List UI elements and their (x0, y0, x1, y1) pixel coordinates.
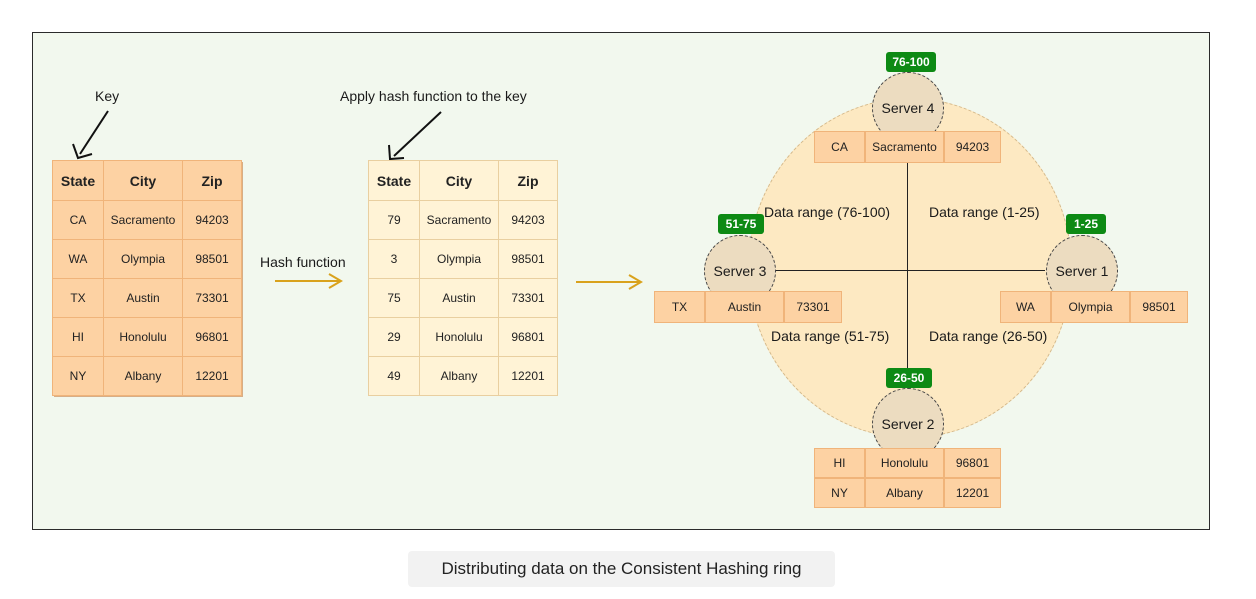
cell: Olympia (103, 239, 183, 279)
cell: Austin (103, 278, 183, 318)
range-label-bottom-right: Data range (26-50) (929, 328, 1048, 344)
cell: NY (52, 356, 104, 396)
cell: Austin (419, 278, 499, 318)
cell: Albany (419, 356, 499, 396)
cell: 49 (368, 356, 420, 396)
ring-vertical-divider (907, 163, 908, 383)
header-state: State (368, 160, 420, 201)
cell: 29 (368, 317, 420, 357)
apply-hash-label: Apply hash function to the key (340, 88, 527, 104)
cell: Honolulu (865, 448, 944, 478)
cell: 94203 (944, 131, 1001, 163)
server-4-range-badge: 76-100 (886, 52, 936, 72)
hash-function-arrow (275, 273, 343, 289)
cell: Sacramento (103, 200, 183, 240)
table-header-row: State City Zip (368, 160, 558, 201)
cell: Austin (705, 291, 784, 323)
key-pointer-arrow (72, 110, 109, 160)
range-label-top-right: Data range (1-25) (929, 204, 1040, 220)
cell: 98501 (182, 239, 242, 279)
header-zip: Zip (498, 160, 558, 201)
cell: Sacramento (865, 131, 944, 163)
cell: 96801 (182, 317, 242, 357)
hash-pointer-arrow (388, 111, 442, 161)
header-city: City (103, 160, 183, 201)
cell: 98501 (498, 239, 558, 279)
hash-function-label: Hash function (260, 254, 346, 270)
cell: 79 (368, 200, 420, 240)
header-zip: Zip (182, 160, 242, 201)
table-header-row: State City Zip (52, 160, 242, 201)
cell: 75 (368, 278, 420, 318)
server-2-range-badge: 26-50 (886, 368, 932, 388)
cell: 12201 (498, 356, 558, 396)
distribute-arrow (576, 274, 643, 290)
cell: WA (52, 239, 104, 279)
cell: 73301 (498, 278, 558, 318)
cell: 12201 (182, 356, 242, 396)
server-1-data-row: WA Olympia 98501 (1000, 291, 1188, 323)
cell: HI (52, 317, 104, 357)
cell: TX (52, 278, 104, 318)
cell: WA (1000, 291, 1051, 323)
cell: 96801 (498, 317, 558, 357)
cell: HI (814, 448, 865, 478)
cell: 3 (368, 239, 420, 279)
cell: Olympia (1051, 291, 1130, 323)
server-1-range-badge: 1-25 (1066, 214, 1106, 234)
header-state: State (52, 160, 104, 201)
server-3-range-badge: 51-75 (718, 214, 764, 234)
cell: 73301 (784, 291, 842, 323)
cell: TX (654, 291, 705, 323)
cell: Albany (103, 356, 183, 396)
key-label: Key (95, 88, 120, 104)
server-3-node: Server 3 (704, 235, 776, 307)
cell: 96801 (944, 448, 1001, 478)
cell: Sacramento (419, 200, 499, 240)
cell: Honolulu (419, 317, 499, 357)
ring-horizontal-divider (775, 270, 1045, 271)
cell: 73301 (182, 278, 242, 318)
cell: CA (52, 200, 104, 240)
cell: CA (814, 131, 865, 163)
cell: Olympia (419, 239, 499, 279)
cell: Honolulu (103, 317, 183, 357)
cell: 98501 (1130, 291, 1188, 323)
range-label-top-left: Data range (76-100) (764, 204, 891, 220)
server-3-data-row: TX Austin 73301 (654, 291, 842, 323)
server-2-data-row: HI Honolulu 96801 (814, 448, 1001, 478)
cell: 94203 (182, 200, 242, 240)
figure-caption: Distributing data on the Consistent Hash… (408, 551, 835, 587)
server-4-data-row: CA Sacramento 94203 (814, 131, 1001, 163)
cell: NY (814, 478, 865, 508)
range-label-bottom-left: Data range (51-75) (771, 328, 890, 344)
cell: 94203 (498, 200, 558, 240)
server-2-data-row: NY Albany 12201 (814, 478, 1001, 508)
header-city: City (419, 160, 499, 201)
cell: 12201 (944, 478, 1001, 508)
cell: Albany (865, 478, 944, 508)
